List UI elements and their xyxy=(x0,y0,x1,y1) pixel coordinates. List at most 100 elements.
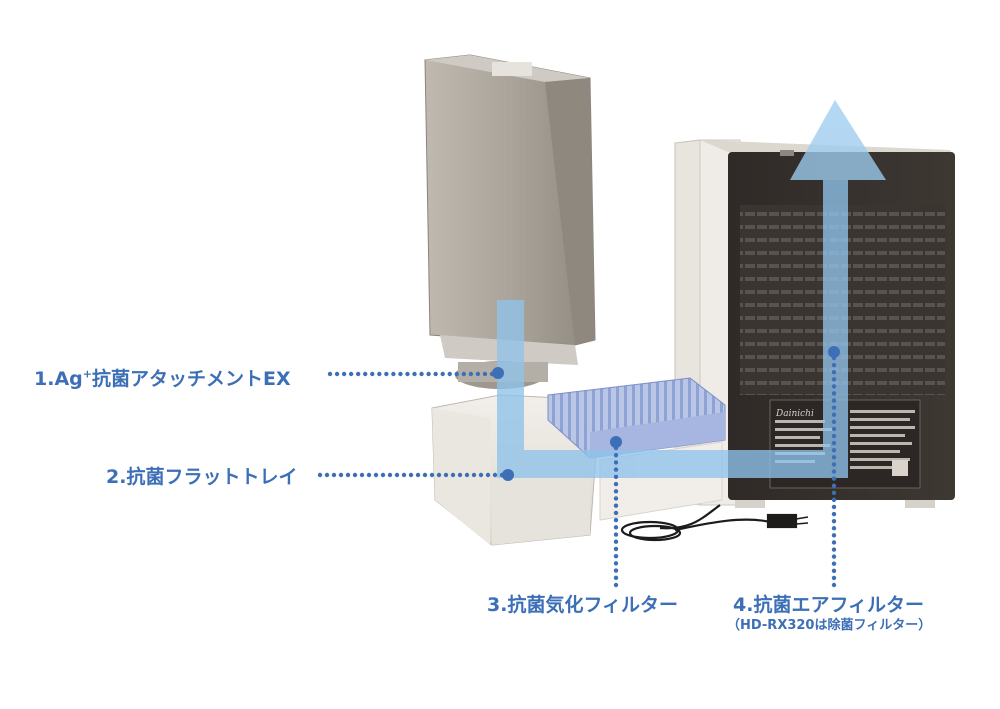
leader-dot xyxy=(831,419,837,425)
label-attachment-suffix: 抗菌アタッチメントEX xyxy=(91,368,291,390)
leader-dot xyxy=(613,582,619,588)
leader-dot xyxy=(436,472,442,478)
leader-dot xyxy=(384,371,389,377)
pointer-dot-2 xyxy=(502,469,514,481)
leader-dot xyxy=(338,472,344,478)
leader-dot xyxy=(450,472,456,478)
leader-dot xyxy=(613,474,619,480)
leader-dot xyxy=(366,472,372,478)
leader-dot xyxy=(831,433,837,439)
leader-dot xyxy=(831,561,837,566)
leader-dot xyxy=(443,472,449,478)
pointer-dot-1 xyxy=(492,367,504,379)
leader-dot xyxy=(447,371,452,377)
leader-dot xyxy=(485,472,491,478)
label-attachment-sup: + xyxy=(82,367,92,381)
leader-dot xyxy=(831,384,837,389)
leader-dot xyxy=(831,462,837,467)
leader-dot xyxy=(457,472,463,478)
leader-dot xyxy=(613,489,619,494)
leader-dot xyxy=(370,371,375,377)
leader-dot xyxy=(831,440,837,446)
leader-dot xyxy=(831,504,837,510)
leader-dot xyxy=(422,472,428,478)
leader-dot xyxy=(429,472,435,478)
leader-dot xyxy=(831,469,837,474)
leader-dot xyxy=(373,472,379,478)
leader-dot xyxy=(317,472,323,478)
leader-dot xyxy=(831,575,837,581)
label-air-filter-note: （HD-RX320は除菌フィルター） xyxy=(727,618,932,633)
leader-dot xyxy=(345,472,351,478)
leader-dot xyxy=(613,539,619,544)
leader-dot xyxy=(831,540,837,545)
leader-dot xyxy=(613,460,619,465)
pointer-dot-3 xyxy=(610,436,622,448)
leader-dot xyxy=(471,472,477,478)
leader-dot xyxy=(355,371,361,377)
leader-dot xyxy=(831,526,837,531)
label-vaporization-filter: 3.抗菌気化フィルター xyxy=(487,594,679,616)
leader-dot xyxy=(475,371,481,377)
pointer-dot-4 xyxy=(828,346,840,358)
water-tank xyxy=(424,54,596,389)
leader-dot xyxy=(613,510,619,516)
leader-dot xyxy=(613,532,619,537)
leader-dot xyxy=(359,472,365,478)
leader-dot xyxy=(613,503,619,508)
leader-dot xyxy=(341,371,347,377)
leader-dot xyxy=(831,554,837,559)
leader-dot xyxy=(331,472,337,478)
leader-dot xyxy=(468,371,474,377)
leader-dot xyxy=(613,525,619,530)
leader-dots xyxy=(317,355,837,588)
leader-dot xyxy=(464,472,470,478)
leader-dot xyxy=(831,448,837,453)
leader-dot xyxy=(348,371,354,377)
leader-dot xyxy=(831,398,837,403)
leader-dot xyxy=(831,377,837,382)
label-attachment-prefix: 1.Ag xyxy=(34,368,83,390)
leader-dot xyxy=(613,553,619,559)
leader-dot xyxy=(831,490,837,495)
leader-dot xyxy=(831,568,837,574)
leader-dot xyxy=(478,472,484,478)
leader-dot xyxy=(831,518,837,524)
leader-dot xyxy=(401,472,407,478)
leader-dot xyxy=(415,472,421,478)
leader-dot xyxy=(377,371,382,377)
leader-dot xyxy=(454,371,459,377)
leader-dot xyxy=(831,362,837,368)
leader-dot xyxy=(324,472,330,478)
leader-dot xyxy=(408,472,414,478)
leader-dot xyxy=(613,575,619,580)
airflow-arrow xyxy=(497,100,886,478)
power-cord xyxy=(620,504,809,542)
leader-dot xyxy=(482,371,488,377)
label-attachment: 1.Ag+抗菌アタッチメントEX xyxy=(34,364,291,391)
leader-dot xyxy=(831,426,837,432)
leader-dot xyxy=(613,568,619,573)
leader-dot xyxy=(426,371,431,377)
leader-dot xyxy=(831,369,837,375)
leader-dot xyxy=(352,472,358,478)
leader-dot xyxy=(387,472,393,478)
leader-dot xyxy=(831,476,837,481)
leader-dot xyxy=(433,371,438,377)
leader-dot xyxy=(831,455,837,460)
leader-dot xyxy=(613,496,619,501)
leader-dot xyxy=(391,371,396,377)
label-flat-tray: 2.抗菌フラットトレイ xyxy=(106,466,298,488)
leader-dot xyxy=(831,547,837,552)
leader-dot xyxy=(613,481,619,487)
leader-dot xyxy=(831,391,837,396)
leader-dot xyxy=(613,467,619,472)
leader-dot xyxy=(613,517,619,523)
leader-dot xyxy=(831,497,837,503)
leader-dot xyxy=(363,371,368,377)
leader-dot xyxy=(831,582,837,588)
leader-dot xyxy=(613,561,619,566)
leader-dot xyxy=(394,472,400,478)
leader-dot xyxy=(831,412,837,417)
